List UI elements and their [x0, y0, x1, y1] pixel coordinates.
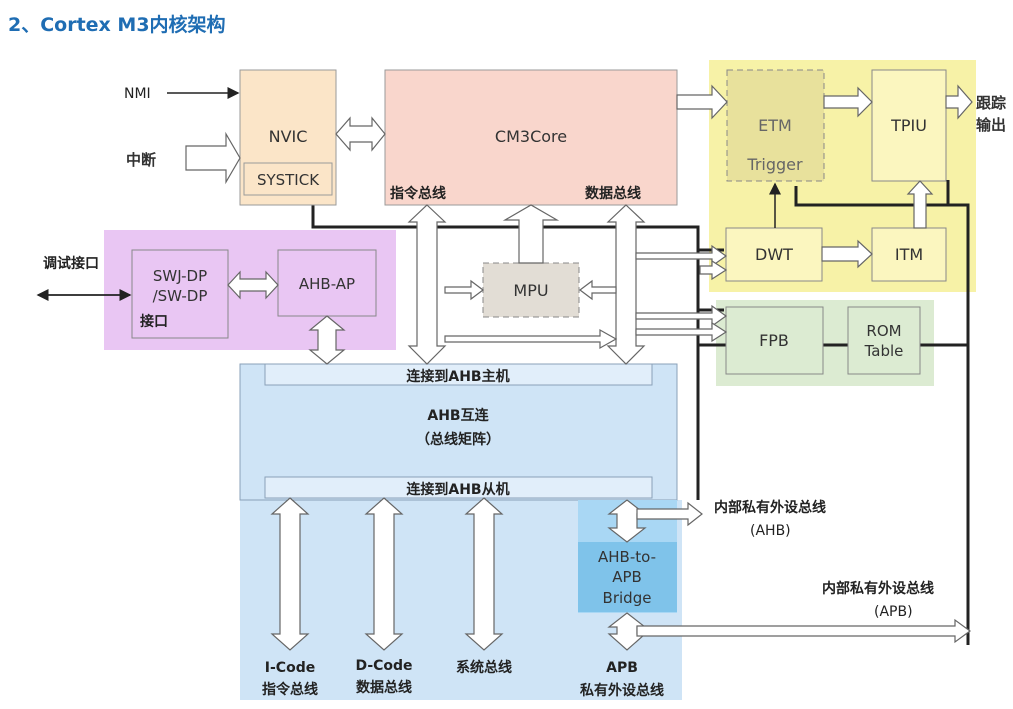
- data-fpb-arrow-2: [635, 321, 728, 343]
- ahb-master-strip: [264, 363, 653, 386]
- swj-ahb-ap-arrow: [227, 270, 279, 300]
- tpiu-box: [871, 69, 947, 182]
- mpu-box: [482, 262, 580, 318]
- swj-label-1: SWJ-DP: [153, 267, 207, 285]
- data-bus-arrow: [606, 204, 646, 365]
- ahb-ap-matrix-arrow: [308, 315, 346, 365]
- instr-bus-arrow: [407, 204, 447, 365]
- rom-label-1: ROM: [866, 322, 901, 340]
- core-etm-arrow: [676, 84, 728, 120]
- interrupt-label: 中断: [126, 151, 156, 169]
- itm-box: [871, 227, 947, 282]
- swj-label-2: /SW-DP: [153, 287, 208, 305]
- swj-dp-box: [131, 249, 229, 339]
- bridge-label-1: AHB-to-: [598, 548, 656, 566]
- system-bus-arrow: [464, 497, 504, 651]
- dcode-label-2: 数据总线: [356, 679, 412, 696]
- data-dwt-arrow-2: [699, 259, 728, 281]
- icode-label-1: I-Code: [265, 660, 315, 676]
- trace-out-label-1: 跟踪: [976, 94, 1006, 112]
- apb-label-2: 私有外设总线: [580, 682, 664, 699]
- bridge-label-2: APB: [612, 568, 642, 586]
- icode-label-2: 指令总线: [262, 681, 318, 698]
- ahb-ap-label: AHB-AP: [299, 275, 355, 293]
- tpiu-trace-arrow: [945, 84, 973, 120]
- rom-label-2: Table: [864, 342, 904, 360]
- data-mpu-arrow: [579, 279, 617, 301]
- instr-bus-label: 指令总线: [390, 185, 446, 202]
- ppb-ahb-label-2: (AHB): [750, 523, 791, 539]
- apb-label-1: APB: [606, 660, 638, 676]
- data-bus-label: 数据总线: [585, 185, 641, 202]
- ahb-slave-label: 连接到AHB从机: [406, 481, 509, 498]
- mpu-label: MPU: [513, 281, 548, 300]
- core-label: CM3Core: [495, 127, 567, 146]
- systick-label: SYSTICK: [257, 171, 320, 189]
- ahb-slave-strip: [264, 476, 653, 499]
- instr-mpu-arrow: [444, 279, 484, 301]
- dcode-label-1: D-Code: [355, 658, 412, 674]
- dwt-box: [725, 227, 823, 282]
- interrupt-arrow: [185, 131, 241, 185]
- system-bus-label: 系统总线: [456, 659, 512, 676]
- bridge-label-3: Bridge: [603, 589, 652, 607]
- ppb-ahb-label-1: 内部私有外设总线: [714, 499, 826, 516]
- tpiu-label: TPIU: [890, 116, 927, 135]
- etm-tpiu-arrow: [823, 86, 873, 118]
- nvic-core-arrow: [335, 116, 386, 152]
- ppb-apb-arrow: [636, 618, 972, 644]
- dwt-itm-arrow: [821, 239, 873, 269]
- systick-box: [243, 162, 333, 196]
- etm-label: ETM: [758, 116, 792, 135]
- ppb-apb-label-1: 内部私有外设总线: [822, 580, 934, 597]
- fpb-label: FPB: [759, 331, 789, 350]
- icode-arrow: [270, 497, 310, 651]
- etm-box: [726, 69, 825, 182]
- dwt-label: DWT: [755, 245, 793, 264]
- mpu-core-arrow: [502, 204, 560, 264]
- ahb-ap-box: [277, 249, 377, 317]
- data-fpb-arrow: [635, 304, 728, 328]
- instr-data-link-arrow: [444, 328, 618, 350]
- itm-tpiu-arrow: [906, 180, 934, 229]
- core-box: [384, 69, 678, 206]
- page-title: 2、Cortex M3内核架构: [8, 14, 226, 36]
- rom-table-box: [847, 306, 921, 375]
- bus-lines: [311, 180, 970, 645]
- trace-out-label-2: 输出: [976, 116, 1006, 134]
- trigger-label: Trigger: [746, 155, 803, 174]
- data-dwt-arrow: [635, 244, 728, 268]
- nmi-label: NMI: [124, 86, 151, 102]
- ppb-ahb-arrow: [636, 501, 703, 527]
- nvic-label: NVIC: [269, 127, 308, 146]
- ahb-matrix-label-2: （总线矩阵）: [416, 431, 500, 448]
- ahb-apb-bridge-core: [578, 542, 677, 612]
- itm-label: ITM: [895, 245, 923, 264]
- ppb-apb-label-2: (APB): [874, 604, 913, 620]
- ahb-matrix-label-1: AHB互连: [427, 407, 489, 424]
- debug-port-label: 调试接口: [43, 255, 99, 272]
- swj-label-3: 接口: [140, 313, 168, 330]
- fpb-box: [725, 306, 824, 375]
- ahb-master-label: 连接到AHB主机: [406, 368, 509, 385]
- dcode-arrow: [364, 497, 404, 651]
